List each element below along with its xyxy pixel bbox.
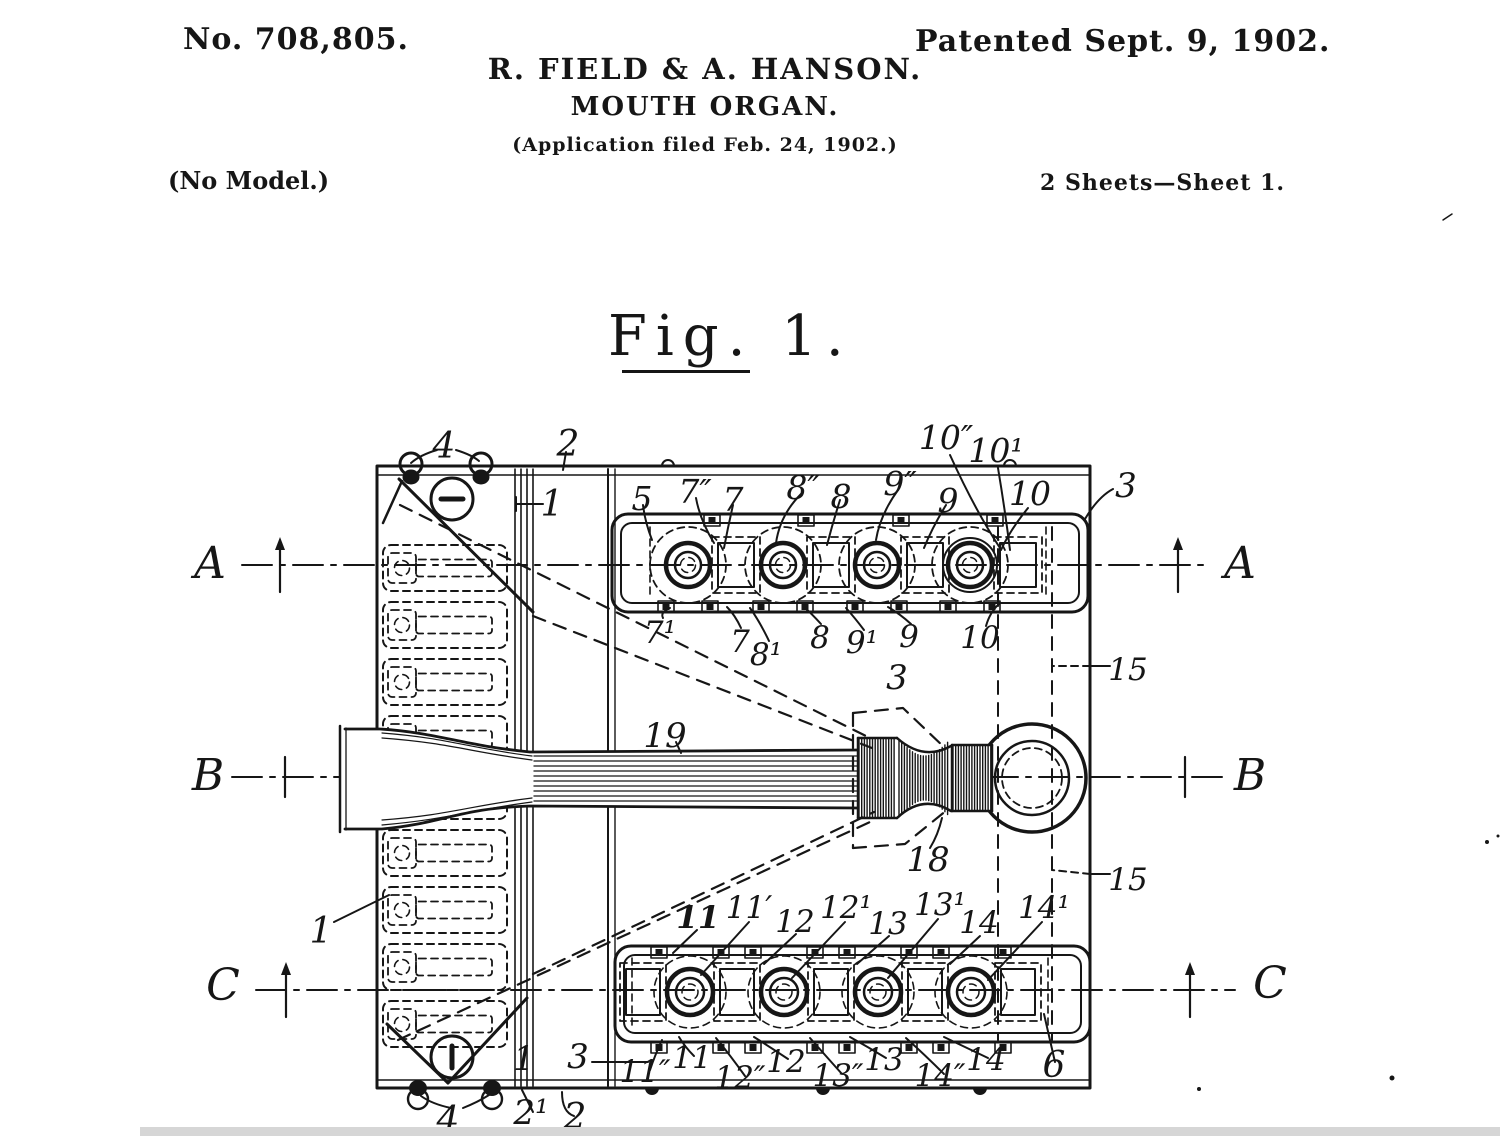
ref-numeral: 14″ — [914, 1058, 965, 1094]
patented-date: Patented Sept. 9, 1902. — [915, 24, 1331, 59]
section-letter: B — [1233, 750, 1266, 801]
ref-numeral: 8 — [810, 620, 830, 656]
ref-numeral: 10¹ — [968, 431, 1023, 470]
section-letter: C — [206, 960, 240, 1011]
ref-numeral: 8¹ — [750, 637, 782, 673]
figure-caption: Fig. 1. — [608, 304, 853, 369]
ref-numeral: 3 — [886, 658, 908, 698]
ref-numeral: 2¹ — [512, 1093, 548, 1133]
mouthpiece-grip — [856, 736, 994, 820]
ref-numeral: 10″ — [919, 418, 974, 457]
ref-numeral: 13¹ — [914, 887, 966, 923]
ref-numeral: 1 — [513, 1039, 535, 1079]
ref-numeral: 11′ — [726, 890, 773, 926]
ref-numeral: 4 — [432, 426, 456, 467]
ref-numeral: 9¹ — [846, 625, 878, 661]
ref-numeral: 1 — [310, 911, 333, 952]
bottom-corner-plate — [385, 996, 529, 1085]
ref-numeral: 19 — [643, 716, 686, 756]
horn-tube — [338, 724, 860, 834]
ref-numeral: 7″ — [678, 472, 712, 511]
ref-numeral: 7 — [723, 480, 744, 519]
section-letter: B — [191, 750, 224, 801]
ref-numeral: 3 — [1115, 466, 1137, 506]
ref-numeral: 5 — [632, 479, 653, 518]
ref-numeral: 2 — [556, 424, 580, 465]
section-letter: A — [1220, 538, 1256, 589]
ref-numeral: 1 — [541, 484, 564, 525]
ref-numeral: 12 — [775, 904, 814, 940]
section-plane-15 — [997, 526, 1053, 1041]
ref-numeral: 8″ — [786, 468, 820, 507]
ref-numeral: 10 — [960, 620, 999, 656]
top-corner-plate — [381, 476, 535, 614]
ref-numeral: 11 — [676, 900, 719, 936]
ref-numeral: 6 — [1043, 1045, 1066, 1086]
ref-numeral: 14 — [966, 1042, 1005, 1078]
ref-numeral: 14¹ — [1018, 890, 1070, 926]
no-model-note: (No Model.) — [168, 166, 330, 195]
page-specks — [1197, 213, 1500, 1091]
application-line: (Application filed Feb. 24, 1902.) — [512, 134, 898, 156]
ref-numeral: 14 — [959, 905, 998, 941]
section-letter: A — [190, 538, 226, 589]
bottom-valve-row — [613, 944, 1092, 1054]
ref-numeral: 12 — [766, 1044, 805, 1080]
invention-title: MOUTH ORGAN. — [570, 92, 840, 122]
figure-caption-underline — [622, 370, 750, 373]
ref-numeral: 7 — [730, 624, 750, 660]
ref-numeral: 11 — [672, 1040, 711, 1076]
ref-numeral: 9 — [899, 619, 919, 655]
ref-numeral: 12¹ — [820, 890, 872, 926]
ref-numeral: 9 — [938, 481, 959, 520]
section-letter: C — [1253, 958, 1287, 1009]
patent-number: No. 708,805. — [183, 22, 409, 57]
sheet-info: 2 Sheets—Sheet 1. — [1040, 170, 1286, 196]
ref-numeral: 13 — [864, 1042, 903, 1078]
ref-numeral: 12″ — [714, 1060, 765, 1096]
ref-numeral: 2 — [563, 1097, 587, 1136]
ref-numeral: 9″ — [883, 464, 917, 503]
ref-numeral: 18 — [906, 840, 949, 880]
ref-numeral: 15 — [1108, 862, 1147, 898]
ref-numeral: 7¹ — [644, 615, 676, 651]
ref-numeral: 3 — [567, 1037, 589, 1077]
inventors-line: R. FIELD & A. HANSON. — [487, 52, 923, 86]
ref-numeral: 8 — [831, 477, 852, 516]
top-valve-row — [610, 512, 1090, 614]
leader-lines — [333, 449, 1114, 1117]
ref-numeral: 13″ — [812, 1058, 863, 1094]
construction-lines — [396, 503, 949, 1042]
page-edge-shadow — [140, 1127, 1500, 1136]
ref-numeral: 11″ — [619, 1054, 670, 1090]
ref-numeral: 13 — [868, 906, 907, 942]
ref-numeral: 15 — [1108, 652, 1147, 688]
ref-numeral: 10 — [1009, 474, 1051, 513]
